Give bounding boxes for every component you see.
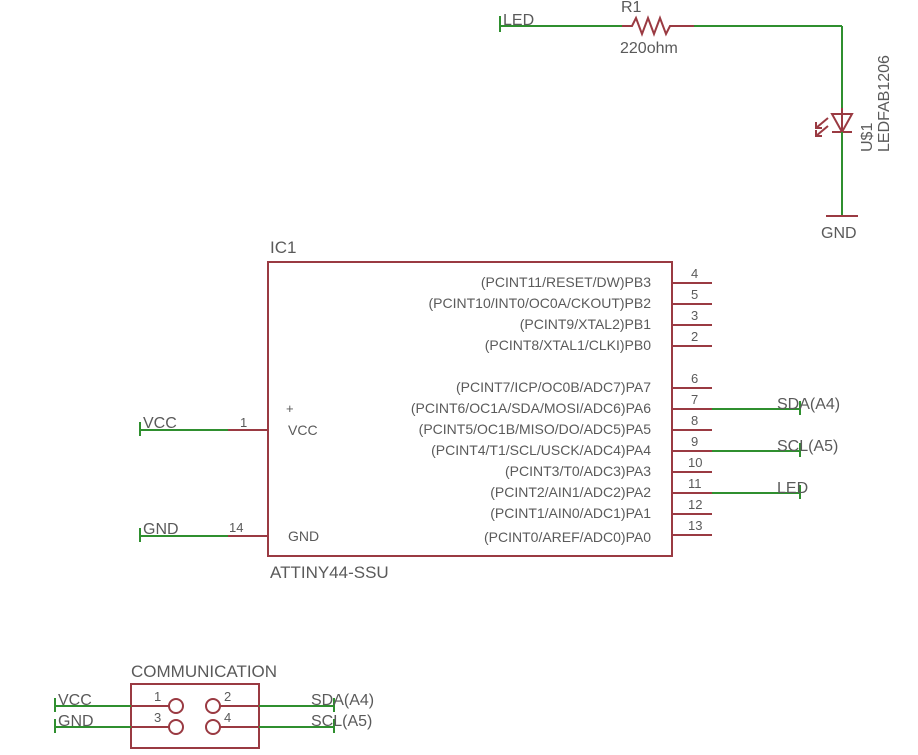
led-value: LEDFAB1206 — [876, 55, 893, 152]
vcc-net-label: VCC — [143, 415, 177, 432]
ic-pin-number: 6 — [691, 371, 698, 386]
ic-pin-number: 2 — [691, 329, 698, 344]
ic-value: ATTINY44-SSU — [270, 563, 389, 582]
led-net-label-ic: LED — [777, 480, 808, 497]
ic-pin-name: (PCINT10/INT0/OC0A/CKOUT)PB2 — [429, 295, 652, 311]
communication-connector: COMMUNICATION 1 2 3 4 VCC SDA(A4) GND SC… — [54, 662, 374, 749]
connector-name: COMMUNICATION — [131, 662, 277, 681]
connector-sda-label: SDA(A4) — [311, 692, 374, 709]
ic-right-pin: 4 (PCINT11/RESET/DW)PB3 — [481, 266, 712, 290]
ic-right-pin: 10 (PCINT3/T0/ADC3)PA3 — [505, 455, 712, 479]
ic-right-pin: 9 (PCINT4/T1/SCL/USCK/ADC4)PA4 — [431, 434, 712, 458]
ic-pin-name: (PCINT0/AREF/ADC0)PA0 — [484, 529, 651, 545]
ic-pin-name: VCC — [288, 422, 318, 438]
ic-pin-number: 7 — [691, 392, 698, 407]
resistor-name: R1 — [621, 0, 642, 16]
ic-right-pin: 5 (PCINT10/INT0/OC0A/CKOUT)PB2 — [429, 287, 712, 311]
ic-pin-name: (PCINT3/T0/ADC3)PA3 — [505, 463, 651, 479]
ic-left-pin-gnd: 14 GND GND — [139, 520, 319, 544]
scl-net-label: SCL(A5) — [777, 438, 838, 455]
led-net-label: LED — [503, 12, 534, 29]
ic-right-pin: 2 (PCINT8/XTAL1/CLKI)PB0 — [485, 329, 712, 353]
connector-body — [130, 683, 260, 749]
gnd-net-label: GND — [143, 521, 179, 538]
ic-pin-number: 9 — [691, 434, 698, 449]
connector-pin-icon — [205, 719, 221, 735]
ic-pin-number: 12 — [688, 497, 702, 512]
ic-pin-number: 10 — [688, 455, 702, 470]
led-emission-arrows-icon — [815, 117, 829, 137]
connector-pin-number: 4 — [224, 710, 231, 725]
resistor-r1: LED R1 220ohm — [499, 0, 843, 108]
scl-net: SCL(A5) — [712, 438, 838, 457]
ic-right-pin: 6 (PCINT7/ICP/OC0B/ADC7)PA7 — [456, 371, 712, 395]
ic-right-pin: 3 (PCINT9/XTAL2)PB1 — [520, 308, 712, 332]
connector-gnd-label: GND — [58, 713, 94, 730]
connector-pin-icon — [168, 719, 184, 735]
ic-pin-name: (PCINT2/AIN1/ADC2)PA2 — [490, 484, 651, 500]
ic-left-pin-vcc: 1 VCC VCC — [139, 415, 318, 438]
sda-net: SDA(A4) — [712, 396, 840, 415]
connector-pin-number: 3 — [154, 710, 161, 725]
ic-pin-name: (PCINT9/XTAL2)PB1 — [520, 316, 651, 332]
ic-pin-number: 14 — [229, 520, 243, 535]
sda-net-label: SDA(A4) — [777, 396, 840, 413]
led-u1: GND U$1 LEDFAB1206 — [815, 55, 893, 242]
connector-scl-label: SCL(A5) — [311, 713, 372, 730]
ic-pin-name: (PCINT1/AIN0/ADC1)PA1 — [490, 505, 651, 521]
ic-pin-number: 8 — [691, 413, 698, 428]
ic-right-pin: 12 (PCINT1/AIN0/ADC1)PA1 — [490, 497, 712, 521]
ic-name: IC1 — [270, 238, 296, 257]
ic-right-pin: 13 (PCINT0/AREF/ADC0)PA0 — [484, 518, 712, 545]
connector-vcc-label: VCC — [58, 692, 92, 709]
connector-pin-number: 1 — [154, 689, 161, 704]
led-net: LED — [712, 480, 808, 499]
ic-right-pin: 8 (PCINT5/OC1B/MISO/DO/ADC5)PA5 — [419, 413, 712, 437]
ic-right-pin: 7 (PCINT6/OC1A/SDA/MOSI/ADC6)PA6 — [411, 392, 712, 416]
ic-pin-name: (PCINT7/ICP/OC0B/ADC7)PA7 — [456, 379, 651, 395]
led-diode-triangle — [830, 113, 854, 135]
ic-pin-number: 11 — [688, 476, 702, 491]
ic-pin-name: (PCINT5/OC1B/MISO/DO/ADC5)PA5 — [419, 421, 652, 437]
connector-pin-number: 2 — [224, 689, 231, 704]
ic-pin-number: 5 — [691, 287, 698, 302]
ic1-attiny44: IC1 ATTINY44-SSU + 1 VCC VCC 14 GND GND … — [139, 238, 840, 582]
ic-right-pin: 11 (PCINT2/AIN1/ADC2)PA2 — [490, 476, 712, 500]
ic-pin-number: 4 — [691, 266, 698, 281]
ic-pin-name: (PCINT6/OC1A/SDA/MOSI/ADC6)PA6 — [411, 400, 651, 416]
resistor-symbol — [622, 15, 694, 37]
ic-pin-number: 1 — [240, 415, 247, 430]
ic-pin-name: (PCINT8/XTAL1/CLKI)PB0 — [485, 337, 651, 353]
connector-pin-icon — [168, 698, 184, 714]
resistor-value: 220ohm — [620, 40, 678, 57]
ic-power-plus-icon: + — [286, 401, 294, 416]
connector-pin-icon — [205, 698, 221, 714]
ic-pin-number: 3 — [691, 308, 698, 323]
ic-pin-name: (PCINT11/RESET/DW)PB3 — [481, 274, 651, 290]
ic-pin-name: GND — [288, 528, 319, 544]
led-name: U$1 — [859, 123, 876, 152]
ic-pin-number: 13 — [688, 518, 702, 533]
led-ground-label: GND — [821, 225, 857, 242]
ic-pin-name: (PCINT4/T1/SCL/USCK/ADC4)PA4 — [431, 442, 651, 458]
